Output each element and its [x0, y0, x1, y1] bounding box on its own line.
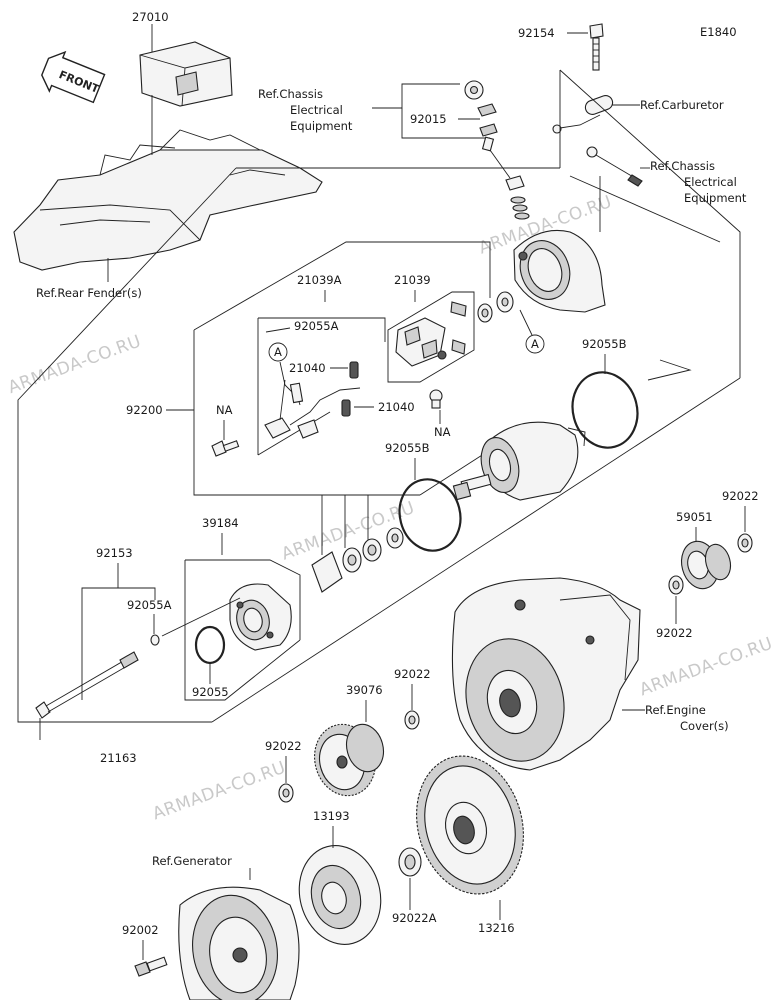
part-92015-terminals [464, 80, 498, 152]
label-21039: 21039 [394, 273, 431, 287]
circle-a-left: A [274, 345, 282, 359]
ref-engine-cover-line1: Ref.Engine [645, 703, 706, 717]
ref-carburetor: Ref.Carburetor [640, 98, 724, 112]
bolt-92002 [134, 956, 168, 977]
generator-rotor [178, 886, 300, 1000]
ref-chassis-1-line2: Electrical [290, 103, 343, 117]
ref-engine-cover-line2: Cover(s) [680, 719, 729, 733]
label-92153: 92153 [96, 546, 133, 560]
watermarks: ARMADA-CO.RU ARMADA-CO.RU ARMADA-CO.RU A… [6, 192, 774, 825]
spring-stack [505, 175, 530, 220]
ref-chassis-2-line1: Ref.Chassis [650, 159, 715, 173]
label-92022-lower: 92022 [265, 739, 302, 753]
part-27010-module [139, 41, 233, 107]
front-arrow: FRONT [41, 50, 106, 104]
label-92022-mid: 92022 [656, 626, 693, 640]
label-39184: 39184 [202, 516, 239, 530]
label-39076: 39076 [346, 683, 383, 697]
washer-row [311, 527, 404, 593]
label-27010: 27010 [132, 10, 169, 24]
label-92200: 92200 [126, 403, 163, 417]
label-92022A: 92022A [392, 911, 437, 925]
watermark-1: ARMADA-CO.RU [6, 331, 145, 398]
label-92002: 92002 [122, 923, 159, 937]
part-21039-brush-holder [395, 301, 467, 367]
ref-generator: Ref.Generator [152, 854, 232, 868]
watermark-4: ARMADA-CO.RU [150, 758, 289, 825]
label-21039A: 21039A [297, 273, 342, 287]
engine-cover [451, 577, 641, 771]
part-92154-bolt [589, 23, 604, 71]
gear-59051 [680, 540, 732, 590]
label-13193: 13193 [313, 809, 350, 823]
label-59051: 59051 [676, 510, 713, 524]
label-92055B-center: 92055B [385, 441, 430, 455]
clutch-13193 [298, 845, 382, 945]
label-21040-upper: 21040 [289, 361, 326, 375]
rear-fender [13, 129, 323, 271]
starter-motor [452, 421, 586, 501]
ref-chassis-2-line3: Equipment [684, 191, 747, 205]
watermark-5: ARMADA-CO.RU [637, 634, 774, 701]
label-21040-lower: 21040 [378, 400, 415, 414]
ref-chassis-1-line1: Ref.Chassis [258, 87, 323, 101]
spring-21040-lower [341, 399, 351, 417]
gear-39076 [314, 723, 385, 797]
oring-92055B-center [398, 478, 462, 552]
label-13216: 13216 [478, 921, 515, 935]
oring-92055B-right [571, 371, 639, 449]
screw-na-right [429, 389, 443, 409]
part-21039A-brush-assembly [264, 361, 361, 439]
chassis-cable-2 [586, 146, 643, 187]
oring-92055A-mid [150, 634, 160, 646]
ref-chassis-1-line3: Equipment [290, 119, 353, 133]
label-92055A-mid: 92055A [127, 598, 172, 612]
label-92055A-top: 92055A [294, 319, 339, 333]
label-na-left: NA [216, 403, 233, 417]
spring-21040-upper [349, 361, 359, 379]
starter-end-cap [513, 229, 606, 313]
ref-chassis-2-line2: Electrical [684, 175, 737, 189]
label-92015: 92015 [410, 112, 447, 126]
oring-92055 [194, 625, 226, 665]
ref-rear-fender: Ref.Rear Fender(s) [36, 286, 142, 300]
long-bolt-21163 [35, 651, 139, 719]
carburetor-cable [552, 95, 614, 134]
label-92154: 92154 [518, 26, 555, 40]
label-92055: 92055 [192, 685, 229, 699]
part-39184-cover [229, 583, 292, 651]
label-92055B-right: 92055B [582, 337, 627, 351]
circle-a-right: A [531, 337, 539, 351]
label-na-right: NA [434, 425, 451, 439]
screw-na-left [211, 440, 240, 457]
label-21163: 21163 [100, 751, 137, 765]
label-92022-right: 92022 [722, 489, 759, 503]
diagram-code: E1840 [700, 25, 737, 39]
label-92022-center: 92022 [394, 667, 431, 681]
gear-13216 [416, 755, 524, 895]
